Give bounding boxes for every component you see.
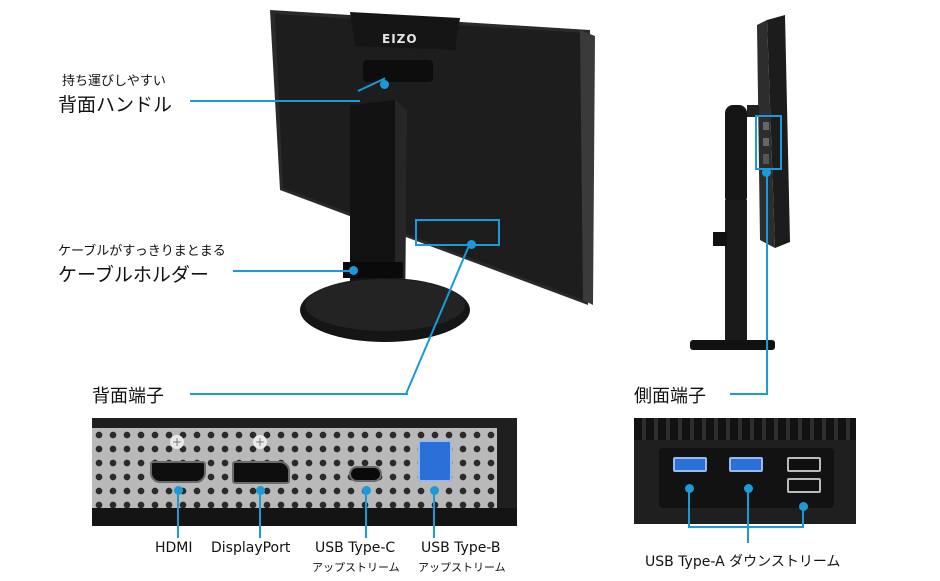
displayport-label: DisplayPort [211, 540, 291, 556]
side-vent-grille [634, 418, 856, 440]
usb-c-sublabel: アップストリーム [312, 561, 400, 574]
handle-title: 背面ハンドル [58, 94, 173, 116]
side-ports-title: 側面端子 [634, 386, 706, 407]
usb-type-a-port-3 [787, 457, 821, 472]
usb-b-sublabel: アップストリーム [418, 561, 506, 574]
usb-a-leader-3 [802, 506, 804, 528]
side-leader-v [766, 172, 768, 395]
displayport-port [232, 461, 290, 484]
usb-a-leader-h [688, 526, 804, 528]
hdmi-port [150, 461, 206, 483]
usb-a-leader-2 [747, 488, 749, 543]
usb-a-leader-1 [688, 488, 690, 528]
usb-type-a-port-4 [787, 478, 821, 493]
usb-type-b-port [418, 440, 452, 482]
side-leader-h [730, 393, 768, 395]
usb-type-a-port-2 [729, 457, 763, 472]
rear-leader-dot [467, 240, 476, 249]
usb-type-c-port [349, 466, 382, 482]
displayport-leader [259, 490, 261, 538]
handle-subtitle: 持ち運びしやすい [62, 74, 166, 89]
brand-logo: EIZO [382, 32, 418, 46]
rear-panel-edge [92, 508, 517, 526]
rear-ports-highlight [415, 219, 500, 246]
usb-type-a-port-1 [673, 457, 707, 472]
usb-b-leader [433, 490, 435, 538]
rear-leader-h [190, 393, 408, 395]
usb-c-leader [365, 490, 367, 538]
holder-leader [233, 270, 351, 272]
rear-ports-title: 背面端子 [92, 386, 164, 407]
holder-leader-dot [349, 266, 358, 275]
side-ports-highlight [755, 115, 782, 170]
usb-a-label: USB Type-A ダウンストリーム [645, 554, 841, 570]
displayport-plus-icon: + [253, 435, 267, 449]
hdmi-leader [177, 490, 179, 538]
side-leader-dot [762, 168, 771, 177]
usb-c-label: USB Type-C [315, 540, 396, 556]
holder-subtitle: ケーブルがすっきりまとまる [58, 244, 226, 259]
handle-leader-h [190, 100, 360, 102]
hdmi-plus-icon: + [170, 435, 184, 449]
monitor-rear-illustration [270, 10, 595, 342]
usb-b-label: USB Type-B [421, 540, 501, 556]
hdmi-label: HDMI [155, 540, 193, 556]
monitor-side-illustration [690, 15, 790, 350]
handle-leader-dot [380, 80, 389, 89]
holder-title: ケーブルホルダー [58, 264, 209, 286]
